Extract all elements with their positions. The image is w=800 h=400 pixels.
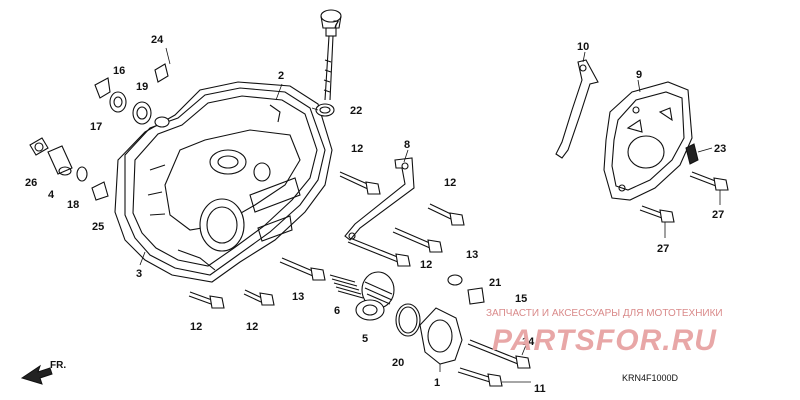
clip bbox=[685, 143, 699, 165]
callout-3: 3 bbox=[136, 268, 142, 280]
callout-15: 15 bbox=[515, 293, 527, 305]
callout-1: 1 bbox=[434, 377, 440, 389]
callout-numbers: 7 24 2 16 19 17 22 10 9 8 12 12 23 27 27… bbox=[25, 19, 726, 395]
front-direction-arrow: FR. bbox=[20, 360, 66, 385]
callout-9: 9 bbox=[636, 69, 642, 81]
diagram-code: KRN4F1000D bbox=[622, 373, 679, 383]
bracket bbox=[344, 157, 415, 241]
callout-12-right: 12 bbox=[444, 177, 456, 189]
callout-16: 16 bbox=[113, 65, 125, 77]
callout-23: 23 bbox=[714, 143, 726, 155]
callout-17: 17 bbox=[90, 121, 102, 133]
seal-group bbox=[94, 63, 170, 128]
drain-plug bbox=[447, 274, 485, 305]
o-ring bbox=[315, 103, 335, 117]
callout-22: 22 bbox=[350, 105, 362, 117]
callout-13-left: 13 bbox=[292, 291, 304, 303]
callout-6: 6 bbox=[334, 305, 340, 317]
callout-12-top: 12 bbox=[351, 143, 363, 155]
callout-2: 2 bbox=[278, 70, 284, 82]
callout-13-right: 13 bbox=[466, 249, 478, 261]
front-direction-label: FR. bbox=[50, 360, 66, 371]
callout-7: 7 bbox=[333, 19, 339, 31]
sprocket-cover bbox=[603, 81, 693, 201]
callout-12-bottom-right: 12 bbox=[246, 321, 258, 333]
watermark-tagline: ЗАПЧАСТИ И АКСЕССУАРЫ ДЛЯ МОТОТЕХНИКИ bbox=[486, 308, 723, 319]
filter-cover bbox=[419, 307, 463, 365]
gasket bbox=[114, 81, 333, 283]
leader-lines bbox=[139, 47, 721, 383]
watermark-logo: PARTSFOR.RU bbox=[492, 324, 717, 357]
callout-21: 21 bbox=[489, 277, 501, 289]
callout-10: 10 bbox=[577, 41, 589, 53]
callout-8: 8 bbox=[404, 139, 410, 151]
left-parts bbox=[29, 137, 109, 201]
callout-5: 5 bbox=[362, 333, 368, 345]
cover-bolts bbox=[457, 339, 531, 387]
callout-4: 4 bbox=[48, 189, 55, 201]
callout-12-mid: 12 bbox=[420, 259, 432, 271]
callout-26: 26 bbox=[25, 177, 37, 189]
oil-filter bbox=[329, 271, 395, 321]
bolts bbox=[188, 171, 465, 309]
callout-27-right: 27 bbox=[712, 209, 724, 221]
callout-14: 14 bbox=[522, 336, 535, 348]
crankcase-cover bbox=[124, 87, 326, 276]
callout-18: 18 bbox=[67, 199, 79, 211]
callout-27-left: 27 bbox=[657, 243, 669, 255]
filter-o-ring bbox=[395, 303, 421, 337]
callout-12-bottom-left: 12 bbox=[190, 321, 202, 333]
callout-24: 24 bbox=[151, 34, 164, 46]
callout-25: 25 bbox=[92, 221, 104, 233]
callout-11: 11 bbox=[534, 383, 546, 395]
callout-19: 19 bbox=[136, 81, 148, 93]
sprocket-cover-bolts bbox=[639, 171, 729, 223]
callout-20: 20 bbox=[392, 357, 404, 369]
stay bbox=[555, 59, 599, 159]
oil-filler-cap bbox=[320, 9, 342, 101]
